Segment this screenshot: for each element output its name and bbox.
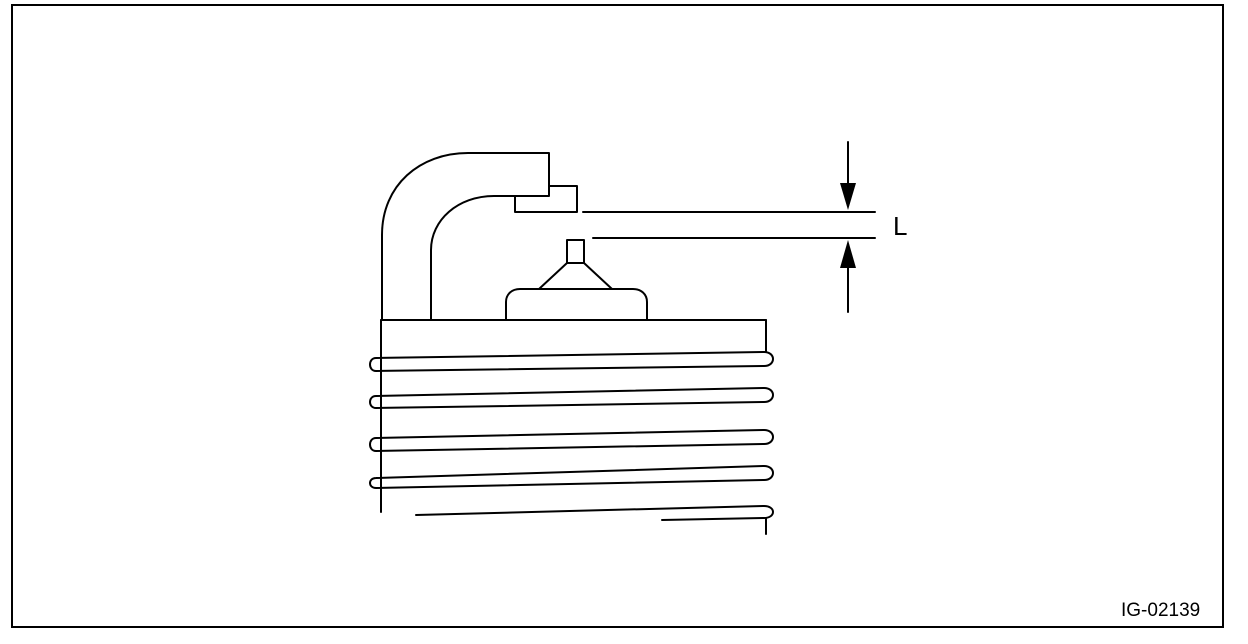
arrow-up-icon [840, 240, 856, 268]
ground-electrode [381, 152, 578, 321]
center-electrode [505, 239, 648, 321]
figure-frame [11, 4, 1224, 628]
arrow-down-icon [840, 183, 856, 210]
gap-dimension-label: L [893, 211, 908, 241]
threaded-shell [369, 319, 774, 535]
gap-dimension [582, 141, 876, 313]
figure-code: IG-02139 [1121, 600, 1201, 621]
